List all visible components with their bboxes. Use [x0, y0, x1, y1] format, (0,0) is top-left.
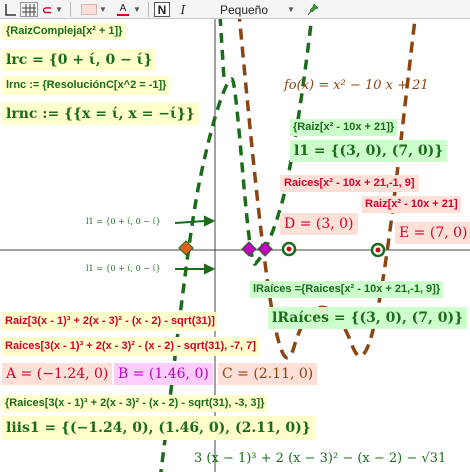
raices-cubic-command-2[interactable]: {Raices[3(x - 1)³ + 2(x - 3)² - (x - 2) … — [2, 395, 268, 412]
font-size-value: Pequeño — [219, 2, 269, 17]
style-toolbar: ⊂ ▼ ▼ A ▼ N I Pequeño ▼ — [0, 0, 470, 19]
arrow-label-2: l1 = {0 + ί, 0 − ί} — [86, 264, 161, 273]
cubic-branch — [218, 19, 226, 80]
arrow-2 — [175, 263, 216, 275]
chevron-down-icon[interactable]: ▼ — [55, 5, 63, 14]
point-b-marker — [241, 241, 257, 257]
text-color-letter: A — [119, 2, 127, 14]
cubic-function-label[interactable]: 3 (x − 1)³ + 2 (x − 3)² − (x − 2) − √31 — [194, 451, 447, 466]
grid-style-icon[interactable] — [20, 2, 38, 17]
pin-icon[interactable] — [306, 2, 320, 17]
lraices-command[interactable]: lRaíces ={Raices[x² - 10x + 21,-1, 9]} — [250, 281, 444, 298]
chevron-down-icon[interactable]: ▼ — [133, 5, 141, 14]
point-e-label[interactable]: E = (7, 0) — [395, 222, 470, 244]
point-a-label[interactable]: A = (−1.24, 0) — [2, 363, 113, 385]
fo-function-label[interactable]: fo(x) = x² − 10 x + 21 — [284, 78, 429, 93]
chevron-down-icon[interactable]: ▼ — [99, 5, 107, 14]
graphics-svg — [0, 19, 470, 472]
lrnc-command[interactable]: lrnc := {ResoluciónC[x^2 = -1]} — [2, 76, 171, 95]
raices-cubic-command[interactable]: Raices[3(x - 1)³ + 2(x - 3)² - (x - 2) -… — [2, 337, 259, 356]
lrnc-value[interactable]: lrnc := {{x = ί, x = −ί}} — [2, 103, 199, 125]
point-b-label[interactable]: B = (1.46, 0) — [114, 363, 213, 385]
font-size-select[interactable]: Pequeño — [202, 2, 286, 17]
raiz-compleja-command[interactable]: {RaizCompleja[x² + 1]} — [2, 23, 127, 40]
magnet-icon[interactable]: ⊂ — [41, 2, 53, 17]
bold-label: N — [157, 2, 167, 17]
raiz-command-2[interactable]: Raiz[x² - 10x + 21] — [362, 196, 461, 213]
point-e-dot — [375, 247, 381, 253]
l1-value[interactable]: l1 = {(3, 0), (7, 0)} — [290, 140, 448, 162]
point-d-label[interactable]: D = (3, 0) — [280, 213, 358, 235]
chevron-down-icon[interactable]: ▼ — [287, 5, 295, 14]
liis1-value[interactable]: liis1 = {(−1.24, 0), (1.46, 0), (2.11, 0… — [2, 416, 315, 440]
axes-style-icon[interactable] — [2, 2, 18, 17]
text-color-icon[interactable]: A — [116, 2, 130, 17]
raiz-command[interactable]: {Raiz[x² - 10x + 21]} — [290, 119, 398, 136]
point-c-marker — [257, 241, 273, 257]
italic-button[interactable]: I — [176, 2, 190, 17]
point-c-label[interactable]: C = (2.11, 0) — [218, 363, 318, 385]
point-a-marker — [178, 240, 194, 256]
italic-label: I — [180, 2, 186, 17]
raices-command[interactable]: Raices[x² - 10x + 21,-1, 9] — [280, 175, 419, 192]
lraices-value[interactable]: lRaíces = {(3, 0), (7, 0)} — [268, 307, 468, 329]
arrow-label-1: l1 = {0 + ί, 0 − ί} — [86, 217, 161, 226]
fill-color-icon[interactable] — [80, 2, 98, 17]
lrc-value[interactable]: lrc = {0 + ί, 0 − ί} — [2, 49, 157, 71]
arrow-1 — [174, 215, 216, 227]
point-d-dot — [286, 246, 292, 252]
graphics-view[interactable]: {RaizCompleja[x² + 1]} lrc = {0 + ί, 0 −… — [0, 19, 470, 472]
bold-button[interactable]: N — [154, 2, 170, 17]
raiz-cubic-command[interactable]: Raiz[3(x - 1)³ + 2(x - 3)² - (x - 2) - s… — [2, 312, 218, 331]
